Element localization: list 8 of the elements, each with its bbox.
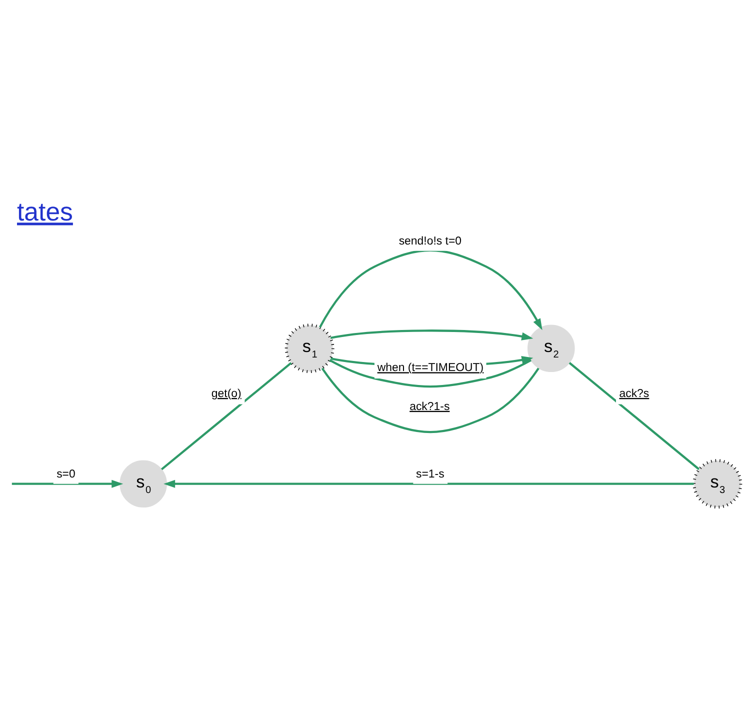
edge-label: ack?s — [619, 387, 650, 400]
edge-label: get(o) — [211, 387, 242, 400]
edge-label: s=1-s — [416, 468, 444, 480]
edge-label: when (t==TIMEOUT) — [377, 362, 484, 374]
edge-label: ack?1-s — [410, 400, 450, 412]
edge-label: send!o!s t=0 — [398, 234, 462, 247]
diagram-title: tates — [17, 198, 73, 226]
edge-label: s=0 — [56, 468, 76, 480]
